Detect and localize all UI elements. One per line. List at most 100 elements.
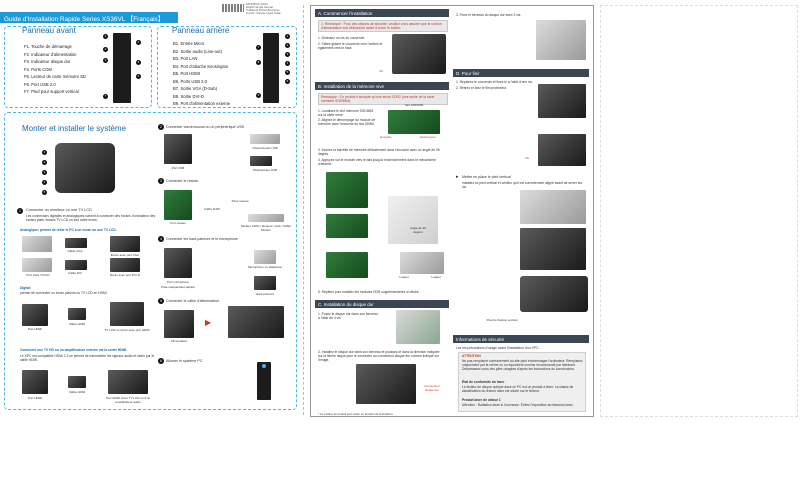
- callout-b7: 7: [256, 45, 261, 50]
- hdd-install-image: [356, 364, 416, 404]
- front-panel-item: F4. Ports COM: [24, 66, 52, 72]
- front-panel-item: F6. Port USB 2.0: [24, 81, 56, 87]
- angle-caption: Angle de 45 degrés: [409, 226, 426, 234]
- hdd-screw-image: [536, 20, 586, 60]
- finished-pc-image: [520, 276, 588, 312]
- arrow-right-icon: ▶: [205, 318, 212, 327]
- speakers-caption: Haut-parleurs: [255, 292, 275, 296]
- callout-b5: 5: [285, 70, 290, 75]
- callout-m5: 5: [42, 190, 47, 195]
- section-b-step-1: 1. Localisez le slot mémoire SODIMM sur …: [318, 109, 374, 118]
- section-b-step-5: 5. Répétez pour installer les modules DD…: [318, 290, 420, 294]
- hdtv-amp-image: [108, 370, 148, 394]
- callout-b4: 4: [285, 61, 290, 66]
- callout-m4: 4: [42, 180, 47, 185]
- lan-port-caption: Port réseau: [170, 221, 186, 225]
- step-1-badge: 1: [17, 208, 23, 214]
- usb-port-image: [164, 134, 192, 164]
- page-divider: [303, 5, 304, 415]
- usb-device-caption: Périphérique USB: [252, 168, 277, 172]
- memory-angle-diagram: [388, 196, 438, 244]
- product-code-line: Traditional Printed Brochures: [246, 9, 280, 12]
- hdtv-description: Le XPC est compatible HDMI 1.3 ce permet…: [20, 354, 155, 363]
- step-4-badge: 4: [158, 236, 164, 242]
- callout-f4: 4: [136, 40, 141, 45]
- lan-port-image: [164, 190, 192, 220]
- step-5-badge: 5: [158, 298, 164, 304]
- product-code-line: English Simple German: [246, 6, 274, 9]
- step-2-title: Connecter clavier/souris ou un périphéri…: [166, 125, 244, 129]
- vga-monitor-caption: Écran avec port VGA: [110, 253, 140, 257]
- vga-dvi-port-caption: Port VGA / DVI-D: [26, 273, 50, 277]
- rear-panel-item: B9. Port d'alimentation externe: [173, 101, 231, 106]
- section-c-step-2: 2. Installez le disque dur dans son berc…: [318, 350, 440, 363]
- router-caption: Modem ADSL / Routeur / Hub / Câble Modem: [241, 224, 291, 232]
- barcode-image: [222, 4, 244, 12]
- class1-text: Attention : Radiation laser si l'ouvranc…: [462, 403, 574, 407]
- vga-monitor-image: [110, 236, 140, 252]
- hdmi-tv-image: [110, 302, 144, 326]
- rear-panel-item: B6. Ports USB 2.0: [173, 78, 207, 84]
- power-button-icon: [262, 364, 266, 368]
- rear-panel-item: B7. Sortie VGA (D-Sub): [173, 86, 217, 91]
- laser-title: État de conformité du laser: [462, 380, 505, 384]
- audio-port-image: [164, 248, 192, 278]
- memory-push-image: [326, 214, 368, 238]
- section-b-header: B. Installation de la mémoire vive: [315, 82, 449, 90]
- step-6-badge: 6: [158, 358, 164, 364]
- vga-port-image: [22, 236, 52, 252]
- rear-panel-heading: Panneau arrière: [172, 26, 230, 35]
- section-d-step-1: 1. Replacez le couvercle et fixez-le à l…: [456, 80, 533, 84]
- guide-title: Guide d'Installation Rapide Series XS36V…: [4, 16, 126, 23]
- rj45-caption: Câble RJ45: [204, 207, 220, 211]
- vga-cable-image: [65, 238, 87, 248]
- section-a-step-2: 2. Faites glisser le couvercle vers l'ar…: [318, 42, 383, 51]
- stand-caption: Pied de fixation vertical: [486, 318, 518, 322]
- product-code-line: French / Chinese Quick Guide: [246, 12, 281, 15]
- usb-keyboard-caption: Clavier/souris USB: [252, 146, 278, 150]
- guide-title-bar: Guide d'Installation Rapide Series XS36V…: [0, 12, 178, 23]
- stand-title: Mettre en place le pied vertical: [462, 175, 511, 179]
- rear-device-image: [263, 33, 279, 103]
- rear-panel-box: [157, 26, 297, 108]
- power-caption: Alimentation: [170, 339, 188, 343]
- front-panel-heading: Panneau avant: [22, 26, 76, 35]
- open-cover-image: [392, 34, 446, 74]
- right-page-frame: [310, 5, 594, 417]
- stand-description: Installez ce pied vertical et vérifiez q…: [462, 181, 583, 190]
- front-device-image: [113, 33, 131, 103]
- step-6-title: Allumer le système PC: [166, 359, 203, 363]
- bullet-icon: ▸: [456, 174, 459, 180]
- callout-b9: 9: [256, 93, 261, 98]
- front-panel-list: F1. Touche de démarrage F2. Indicateur d…: [24, 43, 86, 96]
- hdmi-cable-caption: Câble HDMI: [68, 322, 86, 326]
- sodimm-slot-image: [388, 110, 440, 134]
- section-a-header: A. Commencer l'installation: [315, 9, 449, 17]
- dvi-port-image: [22, 258, 52, 272]
- section-a-step-1: 1. Dévissez un vis du couvercle.: [318, 36, 366, 40]
- vga-cable-caption: Câble VGA: [67, 249, 83, 253]
- hdmi-port-image: [22, 304, 48, 326]
- connected-device-image: [55, 143, 115, 193]
- callout-f1: 1: [103, 34, 108, 39]
- callout-b2: 2: [285, 43, 290, 48]
- front-panel-item: F3. Indicateur disque dur: [24, 59, 71, 64]
- section-c-header: C. Installation du disque dur: [315, 300, 449, 308]
- hdtv-port-image: [22, 370, 48, 394]
- step-4-title: Connecter les haut-parleurs et le microp…: [166, 237, 238, 241]
- hdtv-amp-caption: Port HDMI d'une TV LCD ou d'un amplifica…: [105, 396, 151, 404]
- callout-b3: 3: [285, 52, 290, 57]
- power-port-image: [164, 310, 194, 338]
- close-cover-image: [538, 84, 586, 118]
- section-d-step-2: 2. Retirez et ôtez le film protecteur.: [456, 86, 507, 90]
- product-code-line: 18XS36VLF-QG01: [246, 3, 268, 6]
- usb-keyboard-image: [250, 134, 280, 144]
- digital-title: Digital:: [20, 286, 32, 290]
- attention-title: ATTENTION: [462, 354, 481, 358]
- dvi-cable-caption: Câble DVI: [68, 271, 82, 275]
- dvi-monitor-image: [110, 258, 140, 272]
- callout-f5: 5: [136, 60, 141, 65]
- microphone-image: [254, 250, 276, 264]
- hdmi-cable-image: [68, 308, 86, 320]
- key-caption: Détrompeur: [420, 135, 436, 139]
